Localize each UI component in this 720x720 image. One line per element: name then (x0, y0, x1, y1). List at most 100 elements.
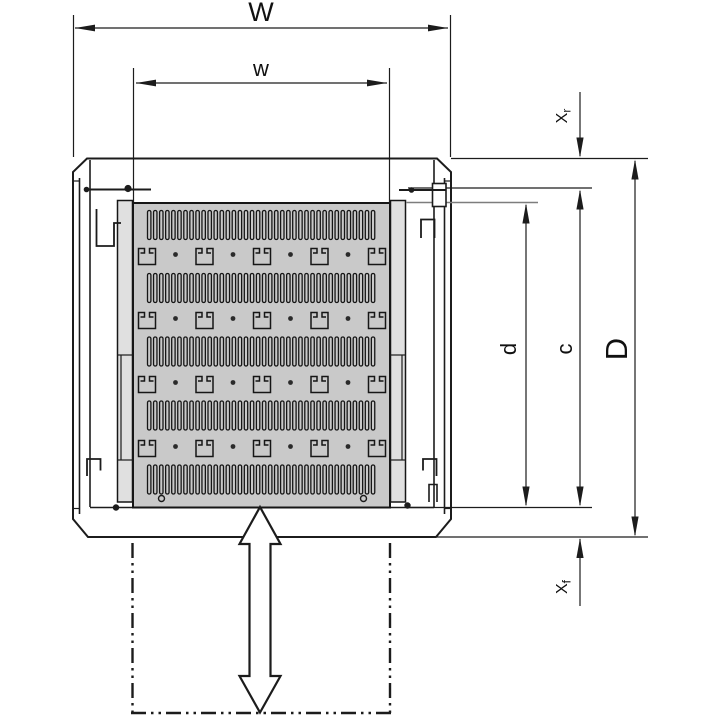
vent-slot (158, 209, 164, 241)
round-hole (345, 316, 351, 321)
corner-fittings (83, 182, 447, 511)
vent-slot (152, 336, 158, 367)
vent-slot (158, 272, 164, 304)
vent-slot (273, 272, 279, 304)
vent-slot (298, 336, 303, 367)
vent-slot (152, 209, 158, 241)
vent-slot (219, 400, 225, 431)
vent-slot (164, 272, 170, 304)
vent-slot (171, 336, 176, 367)
slide-rail-right (389, 199, 407, 503)
corner-pin-bottom-right (428, 483, 438, 502)
vent-slot (207, 272, 213, 304)
vent-slot (346, 336, 352, 367)
round-hole (173, 380, 178, 385)
round-hole (230, 252, 236, 257)
vent-slot (322, 209, 328, 241)
arrow-D-bottom (631, 516, 639, 537)
vent-slot (237, 400, 243, 431)
arrow-W-left (75, 24, 95, 32)
cable-tie-slot (195, 311, 214, 330)
vent-slot (183, 400, 188, 431)
rail-body-left (116, 199, 134, 503)
vent-slot (334, 400, 340, 431)
vent-slot (171, 209, 176, 241)
vent-slot (146, 400, 152, 431)
vent-slot (358, 464, 364, 495)
vent-slot (225, 336, 231, 367)
vent-slot (225, 464, 231, 495)
vent-slot (310, 272, 315, 304)
vent-slot (267, 464, 273, 495)
vent-slot (346, 209, 352, 241)
vent-slot (316, 209, 321, 241)
vent-slot (243, 464, 249, 495)
cable-tie-slot (310, 375, 329, 394)
vent-slot (255, 272, 261, 304)
vent-slot (225, 272, 231, 304)
vent-slot (304, 272, 309, 304)
vent-slot (334, 336, 340, 367)
arrow-d-top (522, 203, 530, 224)
vent-slot (255, 209, 261, 241)
vent-slot (285, 209, 291, 241)
vent-slot (267, 209, 273, 241)
vent-slot (164, 209, 170, 241)
vent-slot (237, 464, 243, 495)
vent-slot (292, 209, 297, 241)
vent-slot (177, 464, 182, 495)
round-hole (230, 444, 236, 449)
vent-slot (261, 336, 267, 367)
hook-bottom-left (86, 458, 102, 476)
shelf-panel (132, 202, 391, 509)
vent-slot (213, 336, 219, 367)
vent-slot (219, 209, 225, 241)
vent-slot (177, 272, 182, 304)
vent-slot (364, 464, 370, 495)
vent-slot (213, 464, 219, 495)
vent-slot (358, 209, 364, 241)
vent-slot (316, 272, 321, 304)
screw-top-left-outer (83, 186, 90, 193)
vent-slot (340, 272, 346, 304)
vent-slot (316, 400, 321, 431)
cable-tie-slot (195, 375, 214, 394)
vent-slot (201, 209, 206, 241)
vent-slot (328, 400, 334, 431)
vent-slot (201, 336, 206, 367)
cable-tie-slot (252, 247, 272, 266)
vent-slot (249, 464, 255, 495)
vent-slot (213, 209, 219, 241)
vent-slot (298, 400, 303, 431)
vent-slot (261, 209, 267, 241)
vent-slot (195, 336, 200, 367)
cable-tie-slot (137, 311, 157, 330)
rail-body-right (389, 199, 407, 503)
vent-slot (304, 209, 309, 241)
vent-slot (255, 464, 261, 495)
vent-slot (328, 272, 334, 304)
vent-slot (225, 400, 231, 431)
vent-slot (273, 400, 279, 431)
screw-top-left-rail (124, 184, 132, 193)
vent-slot (243, 209, 249, 241)
cable-tie-slot (367, 375, 387, 394)
pullout-direction-arrow (237, 504, 283, 715)
vent-slot (334, 272, 340, 304)
vent-slot (334, 209, 340, 241)
cable-tie-slot (195, 439, 214, 458)
vent-slot (158, 336, 164, 367)
dimension-d: d (496, 203, 530, 507)
label-Xr: Xr (554, 109, 574, 124)
label-Xf: Xf (554, 579, 574, 594)
cable-tie-slot (252, 375, 272, 394)
vent-slot (189, 464, 194, 495)
arrow-Xf (576, 538, 584, 558)
vent-slot (261, 272, 267, 304)
vent-slot (183, 272, 188, 304)
vent-slot (207, 209, 213, 241)
dimension-w: w (132, 56, 391, 202)
vent-slot (237, 336, 243, 367)
vent-slot (201, 400, 206, 431)
